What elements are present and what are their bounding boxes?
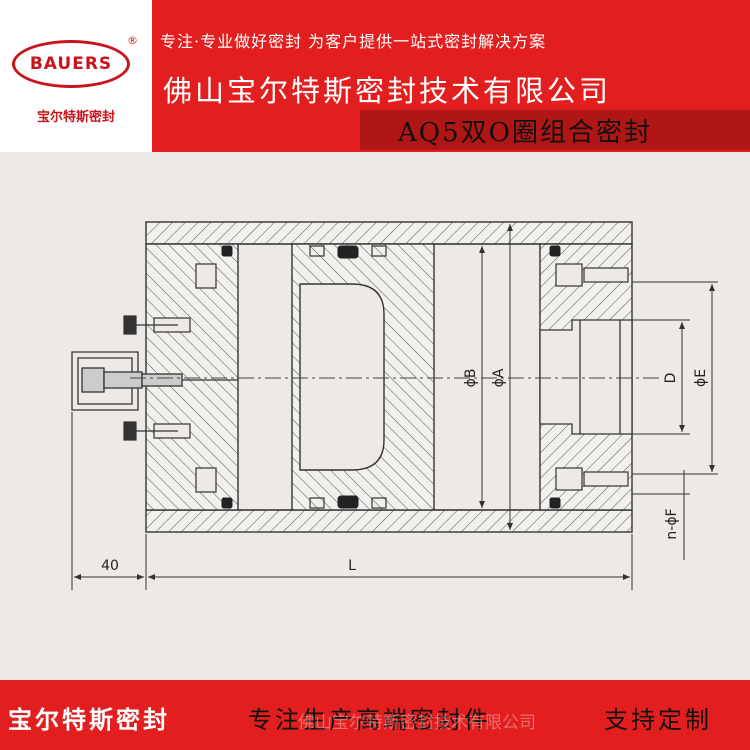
seals bbox=[221, 245, 561, 509]
company-name: 佛山宝尔特斯密封技术有限公司 bbox=[163, 74, 612, 108]
registered-mark: ® bbox=[127, 34, 138, 47]
logo-oval: BAUERS bbox=[12, 40, 130, 88]
right-port bbox=[539, 319, 633, 435]
label-phiA: ϕA bbox=[491, 368, 507, 387]
piston-cavity bbox=[299, 283, 385, 471]
tagline: 专注·专业做好密封 为客户提供一站式密封解决方案 bbox=[160, 32, 547, 51]
footer-brand: 宝尔特斯密封 bbox=[8, 705, 170, 734]
label-D: D bbox=[663, 373, 679, 384]
header: BAUERS ® 宝尔特斯密封 专注·专业做好密封 为客户提供一站式密封解决方案… bbox=[0, 0, 750, 152]
logo-chinese-name: 宝尔特斯密封 bbox=[36, 110, 115, 125]
left-bolts bbox=[123, 263, 217, 493]
label-dim-40: 40 bbox=[101, 558, 119, 574]
label-L: L bbox=[348, 558, 356, 574]
footer-custom: 支持定制 bbox=[604, 706, 712, 734]
label-nphiF: n-ϕF bbox=[664, 508, 680, 539]
dimension-lines bbox=[71, 224, 718, 590]
logo-text: BAUERS bbox=[29, 54, 113, 74]
watermark: 佛山宝尔特斯密封技术有限公司 bbox=[298, 713, 536, 733]
right-bolts bbox=[555, 263, 629, 491]
footer-tagline: 专注生产高端密封件 bbox=[248, 706, 491, 734]
technical-drawing: ϕB ϕA D ϕE n-ϕF 40 L bbox=[71, 221, 718, 590]
label-phiB: ϕB bbox=[463, 369, 479, 388]
seal-grooves bbox=[309, 245, 387, 509]
bore-lines bbox=[238, 243, 540, 511]
logo: BAUERS ® 宝尔特斯密封 bbox=[0, 0, 152, 152]
product-title: AQ5双O圈组合密封 bbox=[398, 118, 652, 148]
label-phiE: ϕE bbox=[693, 369, 709, 387]
footer bbox=[0, 680, 750, 750]
valve-connector bbox=[71, 351, 238, 411]
product-bar bbox=[360, 110, 750, 150]
